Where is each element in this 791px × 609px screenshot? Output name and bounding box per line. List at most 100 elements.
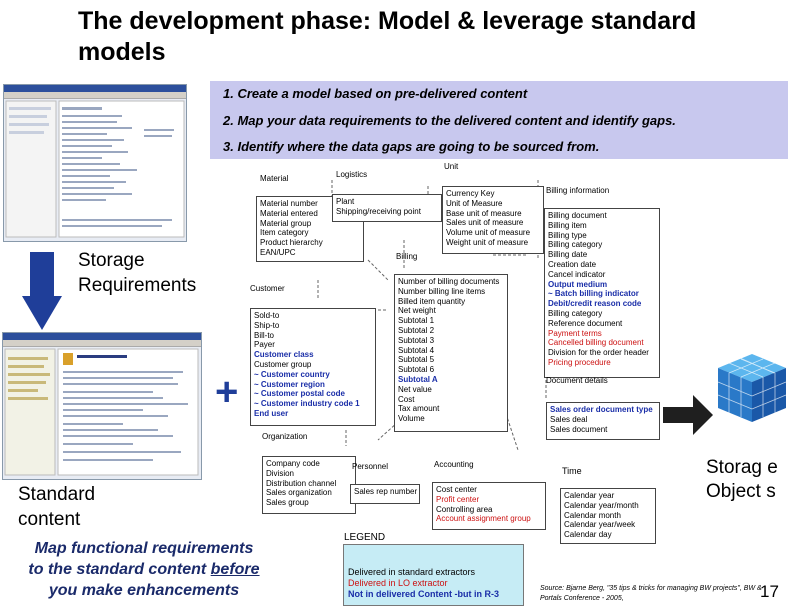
customer-item: ~ Customer country bbox=[254, 369, 330, 379]
material-item: Item category bbox=[260, 228, 309, 238]
billing-information-item: Payment terms bbox=[548, 328, 602, 338]
personnel-item: Sales rep number bbox=[354, 487, 418, 496]
billing-information-item: Division for the order header bbox=[548, 348, 649, 358]
billing-information-item: Billing category bbox=[548, 240, 603, 250]
unit-item: Volume unit of measure bbox=[446, 228, 531, 238]
billing-item: Subtotal 4 bbox=[398, 345, 435, 355]
logistics-entity: Plant Shipping/receiving point bbox=[332, 194, 442, 222]
customer-item: ~ Customer postal code bbox=[254, 389, 345, 399]
material-item: Product hierarchy bbox=[260, 238, 323, 248]
billing-information-item: Creation date bbox=[548, 259, 597, 269]
page-number: 17 bbox=[760, 582, 779, 601]
screenshot-content-image-2 bbox=[4, 348, 199, 476]
billing-item: Volume bbox=[398, 414, 425, 424]
billing-information-item: Cancel indicator bbox=[548, 269, 606, 279]
document-details-title: Document details bbox=[546, 376, 608, 385]
accounting-item: Cost center bbox=[436, 485, 477, 494]
billing-item: Subtotal 1 bbox=[398, 316, 435, 326]
legend-box: Delivered in standard extractors Deliver… bbox=[343, 544, 524, 606]
customer-item: Customer class bbox=[254, 350, 314, 360]
customer-item: ~ Customer industry code 1 bbox=[254, 399, 360, 409]
legend-item-standard: Delivered in standard extractors bbox=[348, 567, 476, 577]
arrow-down-icon bbox=[22, 252, 62, 330]
unit-title: Unit bbox=[444, 162, 459, 171]
document-details-item: Sales deal bbox=[550, 414, 588, 424]
time-entity: Calendar year Calendar year/month Calend… bbox=[560, 488, 656, 544]
organization-item: Distribution channel bbox=[266, 478, 337, 488]
billing-information-title: Billing information bbox=[546, 186, 610, 195]
material-title: Material bbox=[260, 174, 289, 183]
organization-item: Division bbox=[266, 468, 295, 478]
billing-item: Subtotal 5 bbox=[398, 355, 435, 365]
time-item: Calendar year bbox=[564, 491, 615, 500]
personnel-title: Personnel bbox=[352, 462, 389, 471]
material-item: EAN/UPC bbox=[260, 247, 296, 257]
billing-information-item: Cancelled billing document bbox=[548, 338, 644, 348]
unit-item: Sales unit of measure bbox=[446, 218, 524, 228]
accounting-item: Profit center bbox=[436, 494, 480, 504]
billing-information-item: Reference document bbox=[548, 318, 623, 328]
customer-item: Sold-to bbox=[254, 311, 280, 320]
customer-item: ~ Customer region bbox=[254, 379, 325, 389]
organization-title: Organization bbox=[262, 432, 308, 441]
logistics-item: Shipping/receiving point bbox=[336, 206, 421, 216]
time-item: Calendar year/month bbox=[564, 500, 639, 510]
billing-item: Subtotal 3 bbox=[398, 335, 435, 345]
billing-item: Subtotal 2 bbox=[398, 325, 435, 335]
unit-entity: Currency Key Unit of Measure Base unit o… bbox=[442, 186, 544, 254]
storage-objects-label: Storag e Object s bbox=[706, 457, 778, 502]
standard-content-label: Standard content bbox=[18, 484, 96, 530]
time-title: Time bbox=[562, 466, 582, 476]
time-item: Calendar year/week bbox=[564, 520, 636, 530]
billing-item: Cost bbox=[398, 394, 415, 404]
logistics-title: Logistics bbox=[336, 170, 368, 179]
billing-information-item: Pricing procedure bbox=[548, 357, 611, 367]
steps-box: 1. Create a model based on pre-delivered… bbox=[210, 81, 788, 159]
billing-information-item: Billing date bbox=[548, 250, 588, 260]
accounting-item: Account assignment group bbox=[436, 514, 531, 524]
unit-item: Currency Key bbox=[446, 189, 495, 198]
unit-item: Unit of Measure bbox=[446, 198, 503, 208]
sap-screenshot-top bbox=[3, 84, 187, 242]
accounting-title: Accounting bbox=[434, 460, 474, 469]
time-item: Calendar month bbox=[564, 510, 621, 520]
material-item: Material group bbox=[260, 218, 312, 228]
billing-information-item: Billing type bbox=[548, 230, 587, 240]
map-functional-requirements: Map functional requirements to the stand… bbox=[28, 540, 260, 599]
billing-information-item: Billing document bbox=[548, 211, 607, 220]
step-3: 3. Identify where the data gaps are goin… bbox=[223, 139, 600, 154]
document-details-item: Sales order document type bbox=[550, 405, 653, 414]
step-1: 1. Create a model based on pre-delivered… bbox=[223, 86, 528, 101]
billing-information-item: Output medium bbox=[548, 279, 608, 289]
legend-item-lo: Delivered in LO extractor bbox=[348, 578, 448, 588]
material-entity: Material number Material entered Materia… bbox=[256, 196, 364, 262]
storage-requirements-label: Storage Requirements bbox=[78, 250, 197, 296]
data-model-diagram: Material Material number Material entere… bbox=[228, 160, 660, 544]
personnel-entity: Sales rep number bbox=[350, 484, 420, 504]
plus-icon: + bbox=[215, 370, 239, 414]
material-item: Material number bbox=[260, 199, 318, 208]
organization-item: Sales group bbox=[266, 498, 309, 508]
billing-item: Tax amount bbox=[398, 404, 440, 414]
billing-title: Billing bbox=[396, 252, 418, 261]
billing-information-item: Debit/credit reason code bbox=[548, 299, 642, 309]
billing-item: Number of billing documents bbox=[398, 277, 500, 286]
billing-item: Net value bbox=[398, 384, 432, 394]
billing-information-item: Billing category bbox=[548, 308, 603, 318]
slide-title: The development phase: Model & leverage … bbox=[78, 7, 697, 66]
billing-item: Number billing line items bbox=[398, 286, 486, 296]
screenshot-content-image bbox=[5, 100, 185, 238]
arrow-right-icon bbox=[663, 395, 713, 435]
time-item: Calendar day bbox=[564, 530, 612, 540]
billing-information-item: ~ Batch billing indicator bbox=[548, 289, 639, 299]
step-2: 2. Map your data requirements to the del… bbox=[223, 113, 676, 128]
infocube-icon bbox=[717, 354, 787, 422]
sap-screenshot-bottom bbox=[2, 332, 202, 480]
legend-title: LEGEND bbox=[344, 532, 386, 543]
material-item: Material entered bbox=[260, 208, 318, 218]
customer-item: Customer group bbox=[254, 359, 312, 369]
